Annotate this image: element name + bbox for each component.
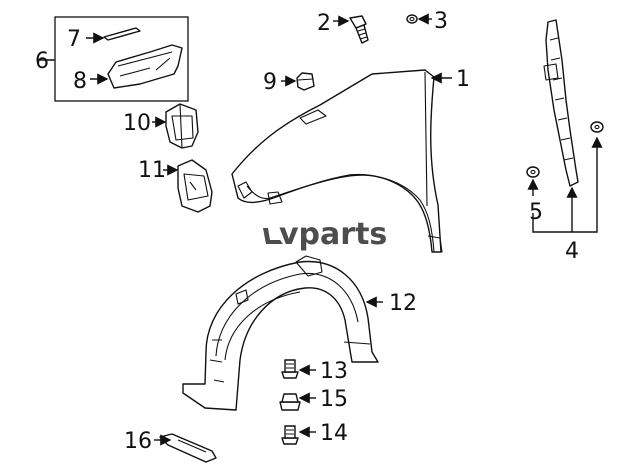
callout-6: 6 bbox=[35, 49, 49, 74]
callout-10: 10 bbox=[123, 111, 151, 136]
part-7-seal bbox=[103, 27, 141, 41]
part-8-insulator bbox=[107, 44, 183, 89]
callout-7: 7 bbox=[67, 27, 81, 52]
callout-8: 8 bbox=[73, 69, 87, 94]
part-15-clip bbox=[279, 393, 301, 411]
part-3-washer bbox=[406, 14, 418, 24]
callout-13: 13 bbox=[320, 359, 348, 384]
part-14-push-clip bbox=[281, 425, 299, 445]
lv-logo-mark-icon bbox=[263, 228, 283, 244]
callout-4: 4 bbox=[565, 239, 579, 264]
callout-5: 5 bbox=[529, 200, 543, 225]
part-4-splash-shield bbox=[543, 19, 579, 187]
part-9-clip bbox=[296, 72, 315, 91]
callout-15: 15 bbox=[320, 387, 348, 412]
callout-9: 9 bbox=[263, 70, 277, 95]
part-4-clip bbox=[590, 121, 604, 133]
part-13-push-clip bbox=[281, 359, 299, 379]
callout-11: 11 bbox=[138, 158, 166, 183]
part-2-bolt bbox=[349, 15, 369, 44]
part-5-clip bbox=[526, 166, 540, 178]
part-1-fender bbox=[231, 69, 443, 253]
part-11-bracket bbox=[177, 159, 213, 213]
callout-16: 16 bbox=[124, 429, 152, 454]
callout-14: 14 bbox=[320, 421, 348, 446]
callout-3: 3 bbox=[434, 9, 448, 34]
inset-box bbox=[54, 16, 189, 102]
callout-2: 2 bbox=[317, 11, 331, 36]
watermark-text: vparts bbox=[279, 217, 387, 252]
part-12-fender-liner bbox=[182, 255, 379, 411]
callout-1: 1 bbox=[456, 67, 470, 92]
part-16-strip bbox=[159, 433, 217, 463]
watermark: vparts bbox=[263, 217, 387, 252]
callout-12: 12 bbox=[389, 291, 417, 316]
leader-4-clip bbox=[532, 136, 603, 233]
part-10-bracket bbox=[165, 103, 199, 149]
